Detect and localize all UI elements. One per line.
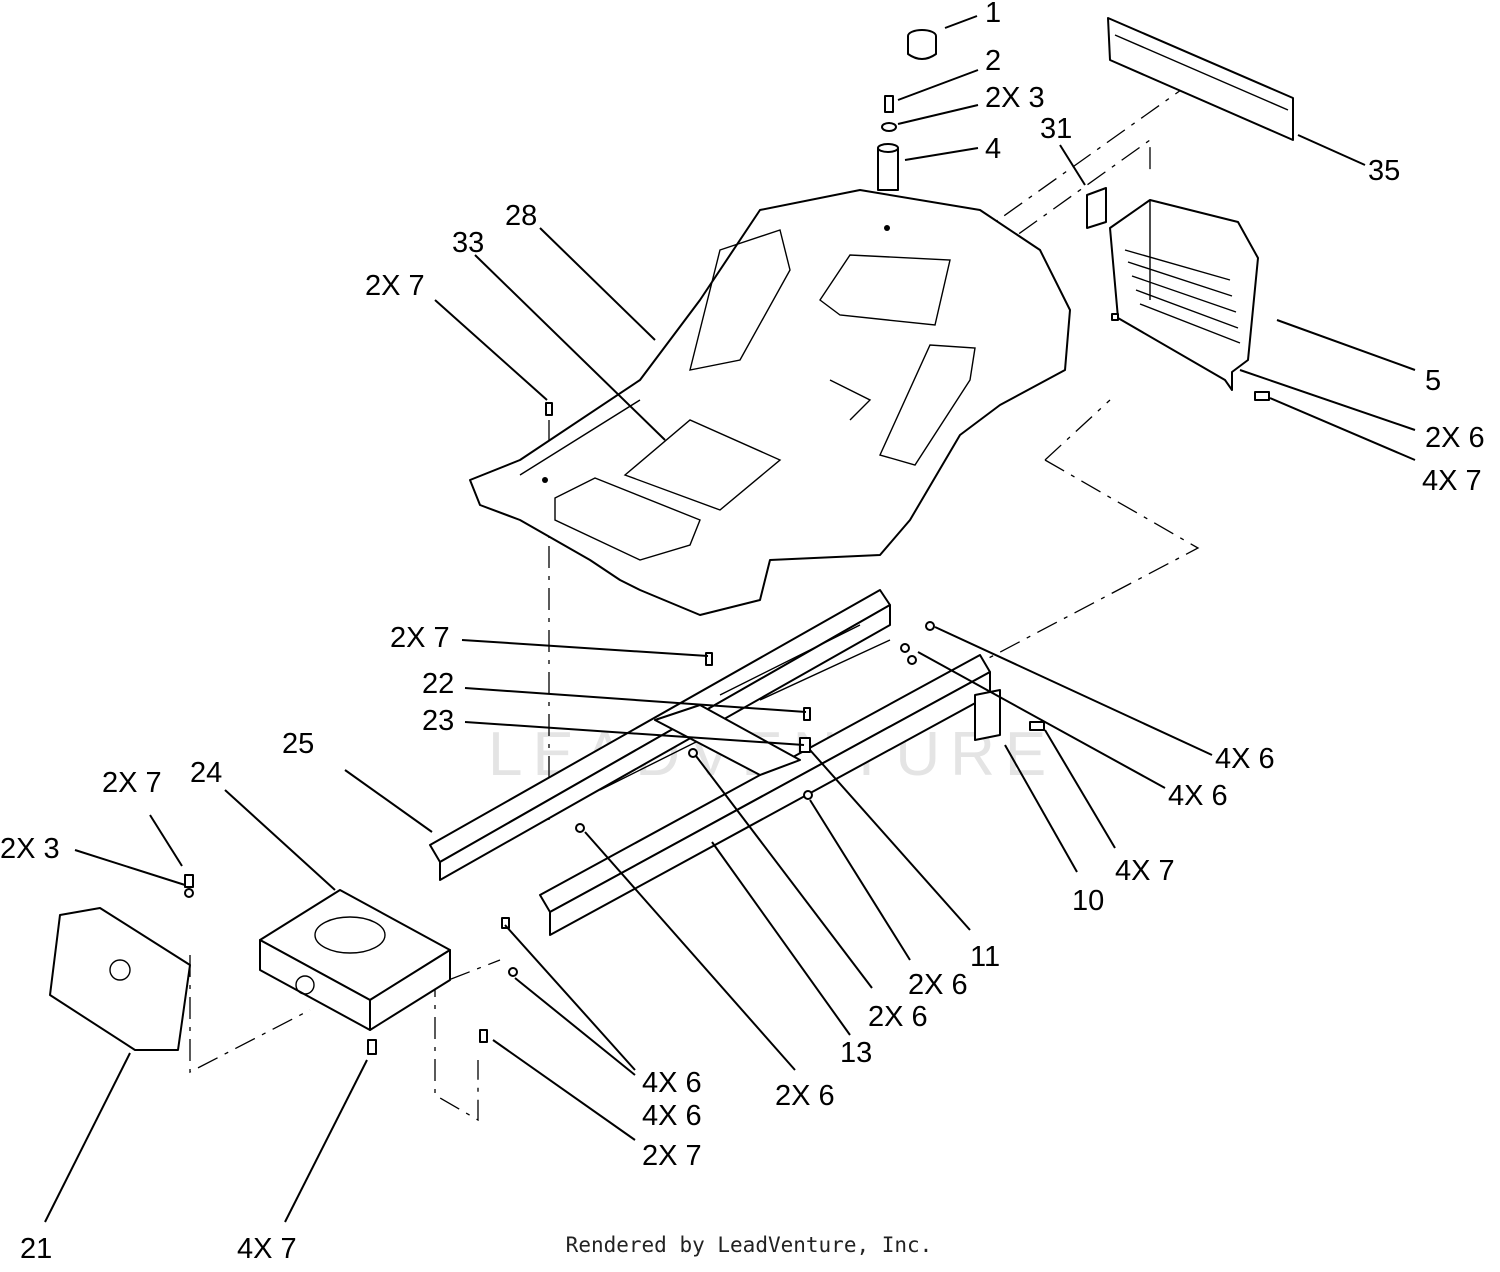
callout-2x3-top: 2X 3 xyxy=(985,82,1045,114)
callout-23: 23 xyxy=(422,705,454,737)
callout-4x6-bottom-a: 4X 6 xyxy=(642,1067,702,1099)
callout-4x6-right-a: 4X 6 xyxy=(1215,743,1275,775)
callout-2x6-c: 2X 6 xyxy=(775,1080,835,1112)
callout-5: 5 xyxy=(1425,365,1441,397)
fastener-group xyxy=(184,313,1270,1055)
callout-11: 11 xyxy=(970,941,1000,973)
callout-25: 25 xyxy=(282,728,314,760)
callout-4x7-cover: 4X 7 xyxy=(1422,465,1482,497)
rear-cover-part xyxy=(1109,199,1259,391)
callout-13: 13 xyxy=(840,1037,872,1069)
decal-part xyxy=(1086,187,1107,229)
callout-35: 35 xyxy=(1368,155,1400,187)
knob-stack xyxy=(877,29,937,191)
callout-1: 1 xyxy=(985,0,1001,29)
callout-2: 2 xyxy=(985,45,1001,77)
callout-22: 22 xyxy=(422,668,454,700)
callout-21: 21 xyxy=(20,1233,52,1265)
callout-2x7-fender: 2X 7 xyxy=(365,270,425,302)
callout-4: 4 xyxy=(985,133,1001,165)
callout-4x7-right: 4X 7 xyxy=(1115,855,1175,887)
footer-credit: Rendered by LeadVenture, Inc. xyxy=(0,1233,1500,1257)
fender-pan-part xyxy=(469,189,1071,616)
callout-28: 28 xyxy=(505,200,537,232)
callout-4x6-bottom-b: 4X 6 xyxy=(642,1100,702,1132)
support-plate-part xyxy=(259,889,451,1031)
callout-4x6-right-b: 4X 6 xyxy=(1168,780,1228,812)
callout-10: 10 xyxy=(1072,885,1104,917)
callout-2x3-front: 2X 3 xyxy=(0,833,60,865)
callout-31: 31 xyxy=(1040,113,1072,145)
assembly-guide-lines xyxy=(189,84,1200,1122)
rear-strip-part xyxy=(1107,17,1294,141)
callout-2x7-bottom: 2X 7 xyxy=(642,1140,702,1172)
callout-2x6-b: 2X 6 xyxy=(868,1001,928,1033)
callout-2x6-a: 2X 6 xyxy=(908,969,968,1001)
callout-2x7-front: 2X 7 xyxy=(102,767,162,799)
callout-2x7-rail: 2X 7 xyxy=(390,622,450,654)
front-bracket-part xyxy=(49,907,191,1051)
callout-4x7-bottom: 4X 7 xyxy=(237,1233,297,1265)
leader-lines xyxy=(44,15,1416,1223)
footer-text: Rendered by LeadVenture, Inc. xyxy=(565,1233,933,1257)
callout-2x6-cover: 2X 6 xyxy=(1425,422,1485,454)
callout-24: 24 xyxy=(190,757,222,789)
callout-33: 33 xyxy=(452,227,484,259)
